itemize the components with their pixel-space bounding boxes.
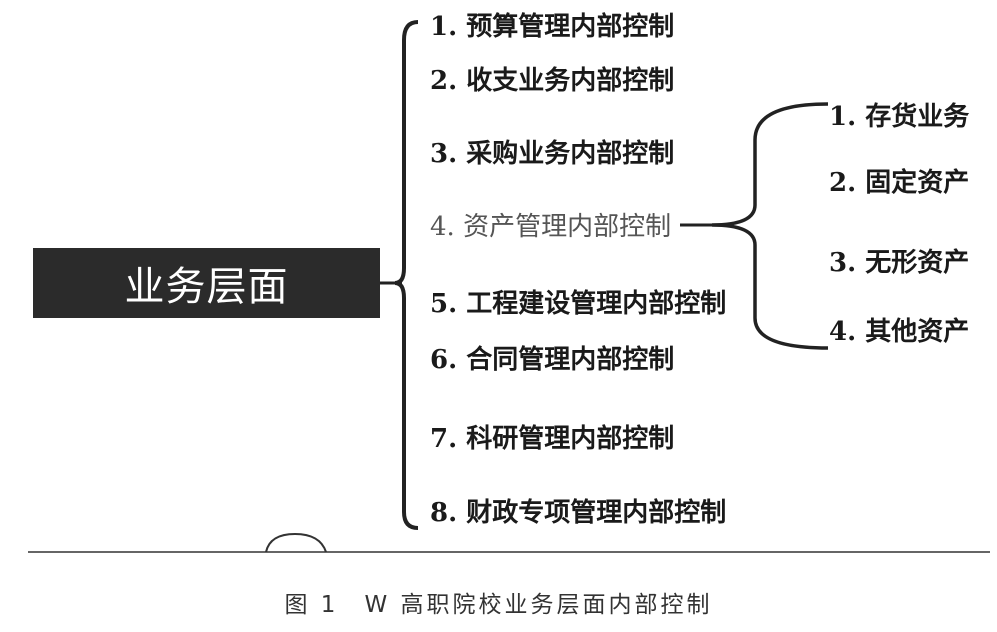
sub-item-3: 3. 无形资产 [829,248,970,278]
root-node-label: 业务层面 [124,264,289,310]
figure-caption: 图 1 W 高职院校业务层面内部控制 [284,592,713,618]
sub-bracket [711,102,829,350]
item-4: 4. 资产管理内部控制 [430,212,672,242]
sub-item-4: 4. 其他资产 [829,317,970,347]
item-6: 6. 合同管理内部控制 [430,345,675,375]
main-bracket [394,20,419,530]
arc-decoration [265,532,327,553]
item-1: 1. 预算管理内部控制 [430,12,675,42]
item-2: 2. 收支业务内部控制 [430,66,675,96]
item-7: 7. 科研管理内部控制 [430,424,675,454]
item-3: 3. 采购业务内部控制 [430,139,675,169]
item-5: 5. 工程建设管理内部控制 [430,289,727,319]
sub-item-2: 2. 固定资产 [829,168,970,198]
item-8: 8. 财政专项管理内部控制 [430,498,727,528]
sub-item-1: 1. 存货业务 [829,102,970,132]
root-node: 业务层面 [33,248,380,318]
